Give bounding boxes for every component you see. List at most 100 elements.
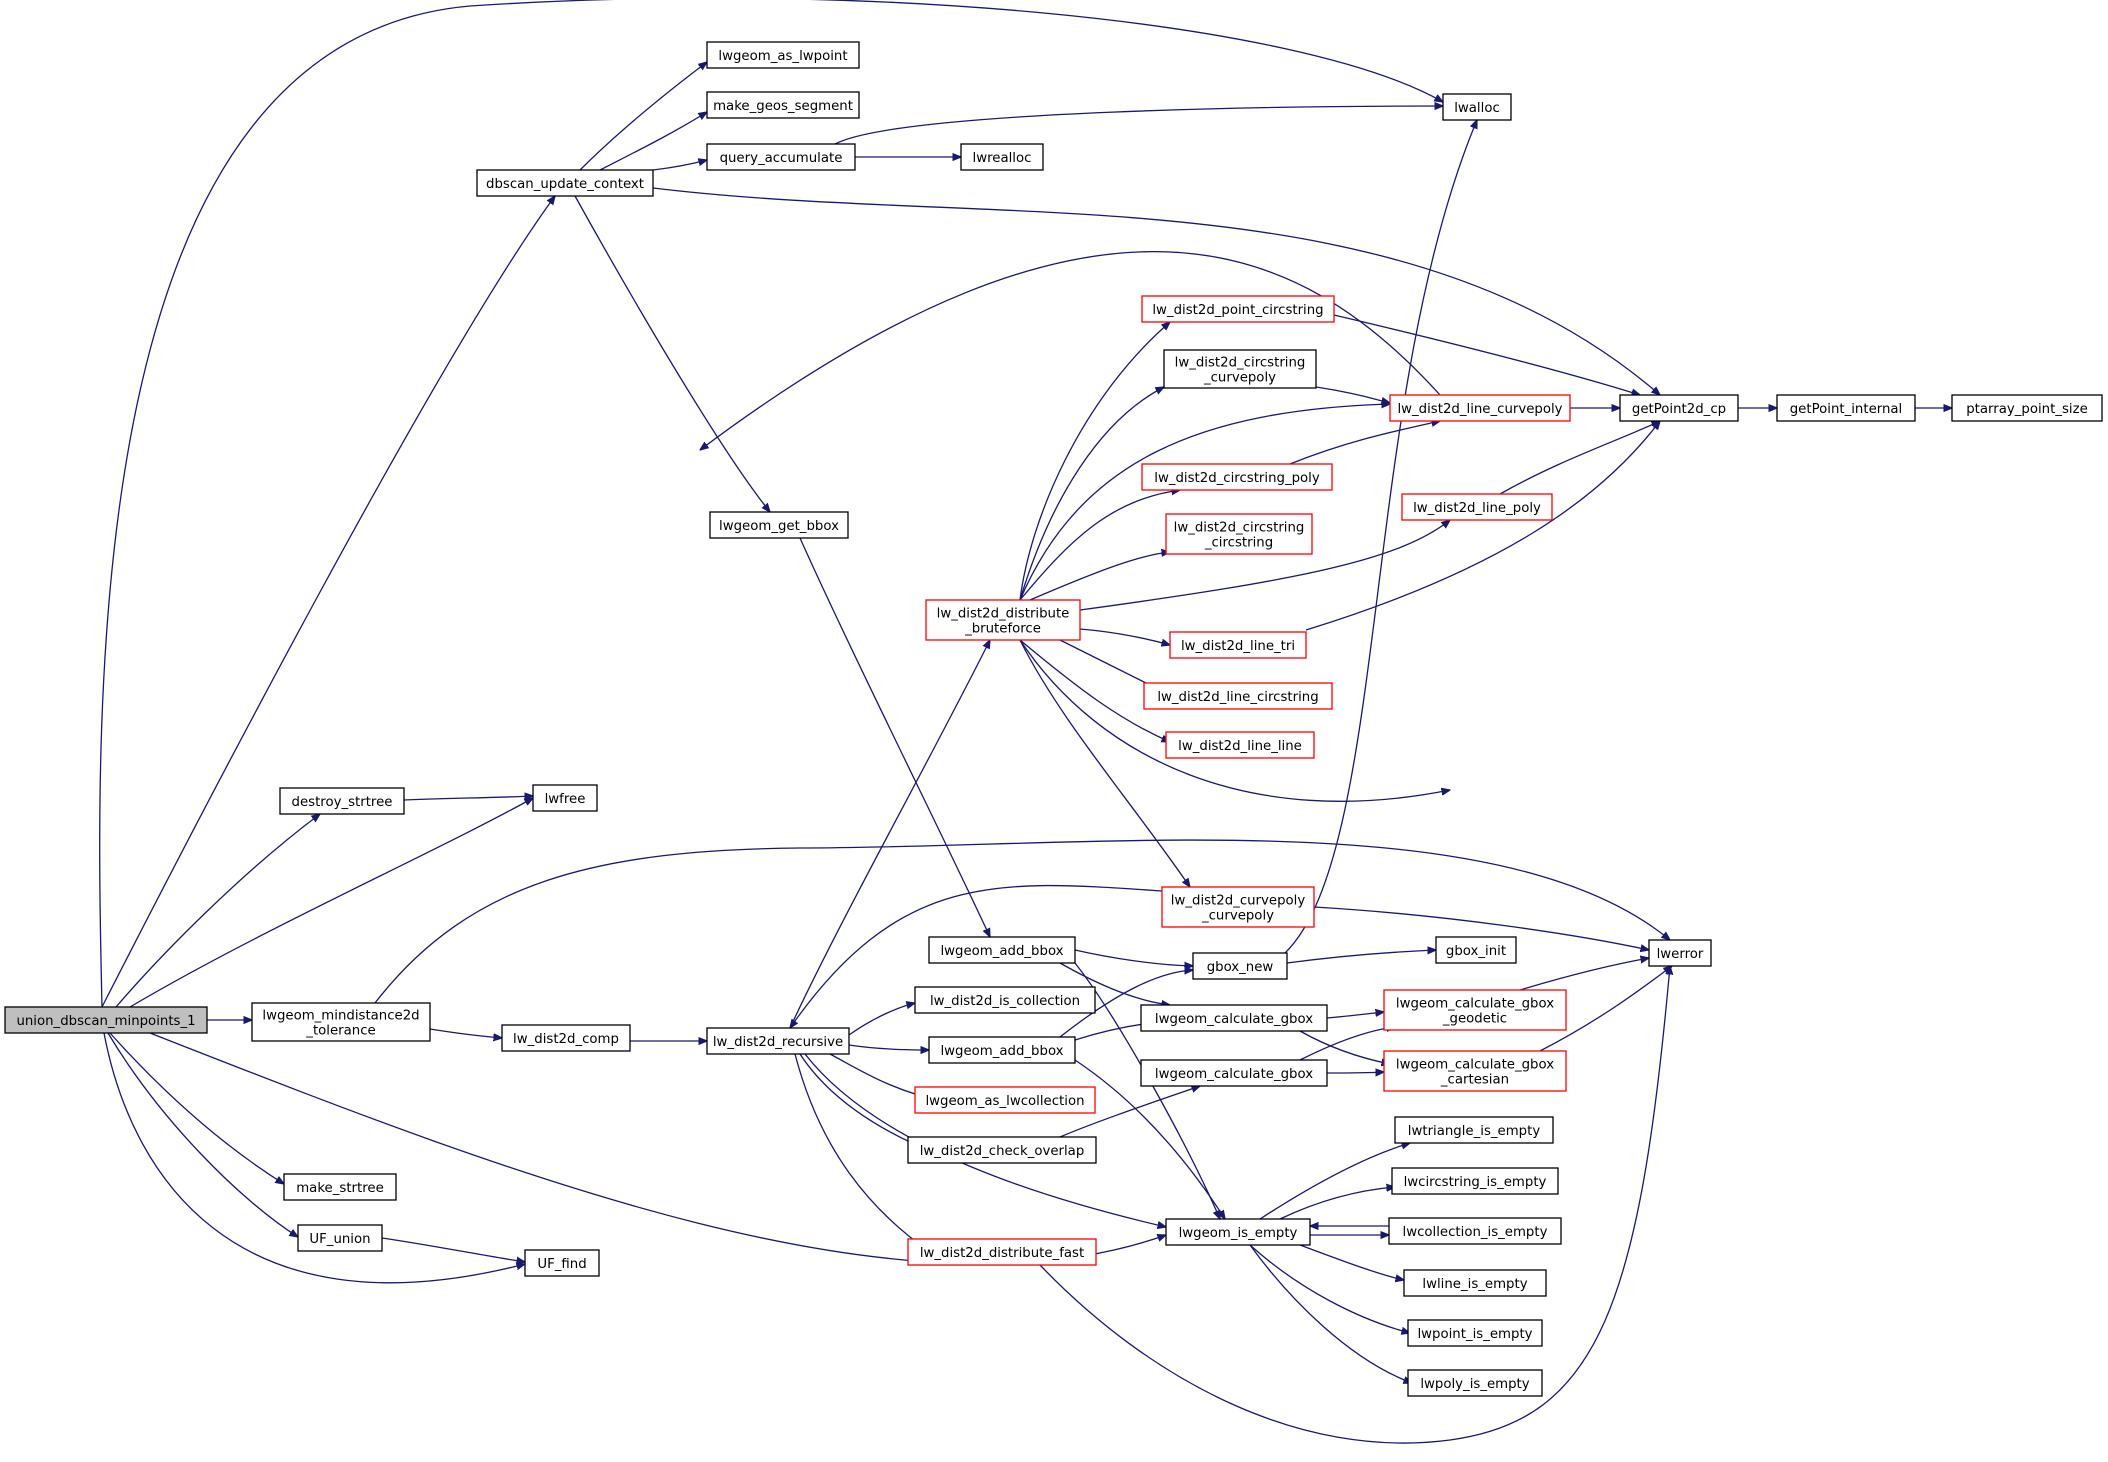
node-get-bbox[interactable]: lwgeom_get_bbox (709, 511, 849, 539)
node-label: lwcollection_is_empty (1403, 1225, 1548, 1240)
node-box (524, 1249, 600, 1277)
node-box (1403, 1269, 1547, 1297)
node-calc-gbox2[interactable]: lwgeom_calculate_gbox (1140, 1059, 1328, 1087)
edge-line_tri-to-getpoint2d (1305, 421, 1660, 631)
node-lwfree[interactable]: lwfree (532, 784, 598, 812)
node-uf-find[interactable]: UF_find (524, 1249, 600, 1277)
node-lwerror[interactable]: lwerror (1648, 939, 1712, 967)
node-label: lw_dist2d_circstring (1175, 356, 1306, 371)
node-line-empty[interactable]: lwline_is_empty (1403, 1269, 1547, 1297)
edge-circ_curvepoly-to-line_curvepoly (1315, 386, 1390, 403)
node-line-line[interactable]: lw_dist2d_line_line (1165, 731, 1315, 759)
edge-brute-to-line_line (1019, 639, 1170, 742)
node-add-bbox2[interactable]: lwgeom_add_bbox (928, 1036, 1076, 1064)
node-as-coll[interactable]: lwgeom_as_lwcollection (914, 1086, 1096, 1114)
node-coll-empty[interactable]: lwcollection_is_empty (1388, 1217, 1562, 1245)
edge-root-to-dbscan_ctx (101, 196, 555, 1008)
node-label: _curvepoly (1201, 909, 1274, 924)
node-add-bbox1[interactable]: lwgeom_add_bbox (928, 936, 1076, 964)
node-dist-fast[interactable]: lw_dist2d_distribute_fast (907, 1238, 1097, 1266)
node-box (476, 169, 654, 197)
node-label: lwpoly_is_empty (1420, 1377, 1529, 1392)
node-label: lwgeom_add_bbox (940, 1044, 1063, 1059)
node-circ-curvepoly[interactable]: lw_dist2d_circstring_curvepoly (1163, 349, 1317, 389)
node-getpoint-int[interactable]: getPoint_internal (1776, 394, 1916, 422)
edge-brute-to-pt_circ (1019, 322, 1170, 601)
node-box (1161, 886, 1315, 928)
node-box (1391, 1167, 1559, 1195)
node-brute[interactable]: lw_dist2d_distribute_bruteforce (925, 599, 1081, 641)
node-box (914, 986, 1096, 1014)
node-label: lw_dist2d_check_overlap (920, 1144, 1085, 1159)
node-box (1435, 936, 1517, 964)
edge-recursive-to-add_bbox2 (848, 1044, 929, 1050)
node-label: lw_dist2d_curvepoly (1171, 894, 1306, 909)
node-gbox-geod[interactable]: lwgeom_calculate_gbox_geodetic (1383, 989, 1567, 1031)
edge-curve_curve-to-lwerror (1313, 906, 1649, 950)
edge-dbscan_ctx-to-get_bbox (574, 195, 770, 512)
node-box (1388, 1217, 1562, 1245)
node-label: lwfree (545, 792, 586, 807)
node-as-lwpoint[interactable]: lwgeom_as_lwpoint (706, 41, 860, 69)
node-circ-empty[interactable]: lwcircstring_is_empty (1391, 1167, 1559, 1195)
edge-calc_gbox1-to-gbox_cart (1299, 1030, 1390, 1064)
edge-dbscan_ctx-to-as_lwpoint (579, 62, 707, 171)
node-label: lwgeom_mindistance2d (262, 1009, 419, 1024)
node-root[interactable]: union_dbscan_minpoints_1 (4, 1006, 208, 1034)
node-mindist[interactable]: lwgeom_mindistance2d_tolerance (251, 1002, 431, 1042)
node-line-tri[interactable]: lw_dist2d_line_tri (1169, 631, 1307, 659)
node-make-str[interactable]: make_strtree (283, 1173, 397, 1201)
edge-root-to-lwalloc (99, 0, 1443, 1008)
edge-is_empty-to-line_empty (1299, 1244, 1404, 1280)
node-gbox-new[interactable]: gbox_new (1192, 952, 1288, 980)
node-label: lw_dist2d_distribute (937, 607, 1070, 622)
node-label: lw_dist2d_line_line (1178, 739, 1302, 754)
node-box (907, 1136, 1097, 1164)
node-comp[interactable]: lw_dist2d_comp (501, 1024, 631, 1052)
node-curve-curve[interactable]: lw_dist2d_curvepoly_curvepoly (1161, 886, 1315, 928)
edge-pt_circ-to-getpoint2d (1333, 314, 1640, 395)
node-recursive[interactable]: lw_dist2d_recursive (706, 1027, 850, 1055)
node-gbox-init[interactable]: gbox_init (1435, 936, 1517, 964)
node-label: lw_dist2d_line_curvepoly (1397, 402, 1562, 417)
node-line-circ[interactable]: lw_dist2d_line_circstring (1143, 682, 1333, 710)
node-uf-union[interactable]: UF_union (297, 1224, 383, 1252)
node-box (1143, 682, 1333, 710)
node-geos-seg[interactable]: make_geos_segment (706, 91, 860, 119)
node-calc-gbox1[interactable]: lwgeom_calculate_gbox (1140, 1004, 1328, 1032)
node-box (1951, 394, 2103, 422)
node-box (928, 936, 1076, 964)
node-dbscan-ctx[interactable]: dbscan_update_context (476, 169, 654, 197)
node-pt-size[interactable]: ptarray_point_size (1951, 394, 2103, 422)
node-gbox-cart[interactable]: lwgeom_calculate_gbox_cartesian (1383, 1050, 1567, 1092)
node-check-ov[interactable]: lw_dist2d_check_overlap (907, 1136, 1097, 1164)
node-line-poly[interactable]: lw_dist2d_line_poly (1401, 493, 1553, 521)
node-box (1383, 1050, 1567, 1092)
node-pt-circ[interactable]: lw_dist2d_point_circstring (1141, 295, 1335, 323)
edge-line_poly-to-getpoint2d (1499, 421, 1660, 495)
node-circ-poly[interactable]: lw_dist2d_circstring_poly (1141, 463, 1333, 491)
node-tri-empty[interactable]: lwtriangle_is_empty (1394, 1116, 1554, 1144)
edge-is_empty-to-point_empty (1249, 1244, 1410, 1333)
node-label: getPoint_internal (1790, 402, 1903, 417)
node-is-empty[interactable]: lwgeom_is_empty (1165, 1218, 1311, 1246)
node-lwalloc[interactable]: lwalloc (1442, 93, 1512, 121)
node-lwrealloc[interactable]: lwrealloc (960, 143, 1044, 171)
node-point-empty[interactable]: lwpoint_is_empty (1407, 1319, 1543, 1347)
node-getpoint2d[interactable]: getPoint2d_cp (1619, 394, 1739, 422)
node-label: lw_dist2d_circstring (1174, 521, 1305, 536)
node-label: _curvepoly (1203, 371, 1276, 386)
node-circ-circ[interactable]: lw_dist2d_circstring_circstring (1165, 513, 1313, 555)
node-poly-empty[interactable]: lwpoly_is_empty (1407, 1369, 1543, 1397)
node-is-coll[interactable]: lw_dist2d_is_collection (914, 986, 1096, 1014)
node-label: lw_dist2d_recursive (713, 1035, 843, 1050)
node-box (709, 511, 849, 539)
edge-dbscan_ctx-to-geos_seg (599, 112, 707, 171)
node-line-curvepoly[interactable]: lw_dist2d_line_curvepoly (1389, 394, 1571, 422)
node-query-acc[interactable]: query_accumulate (706, 143, 856, 171)
node-box (706, 41, 860, 69)
node-destroy-str[interactable]: destroy_strtree (279, 787, 405, 815)
node-label: lwgeom_is_empty (1179, 1226, 1298, 1241)
node-label: destroy_strtree (292, 795, 393, 810)
